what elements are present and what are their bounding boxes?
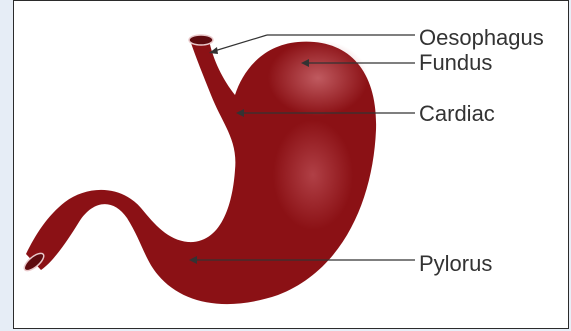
oesophagus-opening bbox=[189, 35, 213, 45]
page-margin-strip bbox=[0, 0, 13, 331]
label-oesophagus: Oesophagus bbox=[419, 27, 544, 49]
label-pylorus: Pylorus bbox=[419, 253, 492, 275]
body-highlight bbox=[273, 120, 353, 230]
fundus-highlight bbox=[268, 40, 368, 116]
label-fundus: Fundus bbox=[419, 52, 492, 74]
label-cardiac: Cardiac bbox=[419, 103, 495, 125]
oesophagus-leader-line-diagonal bbox=[211, 35, 267, 52]
